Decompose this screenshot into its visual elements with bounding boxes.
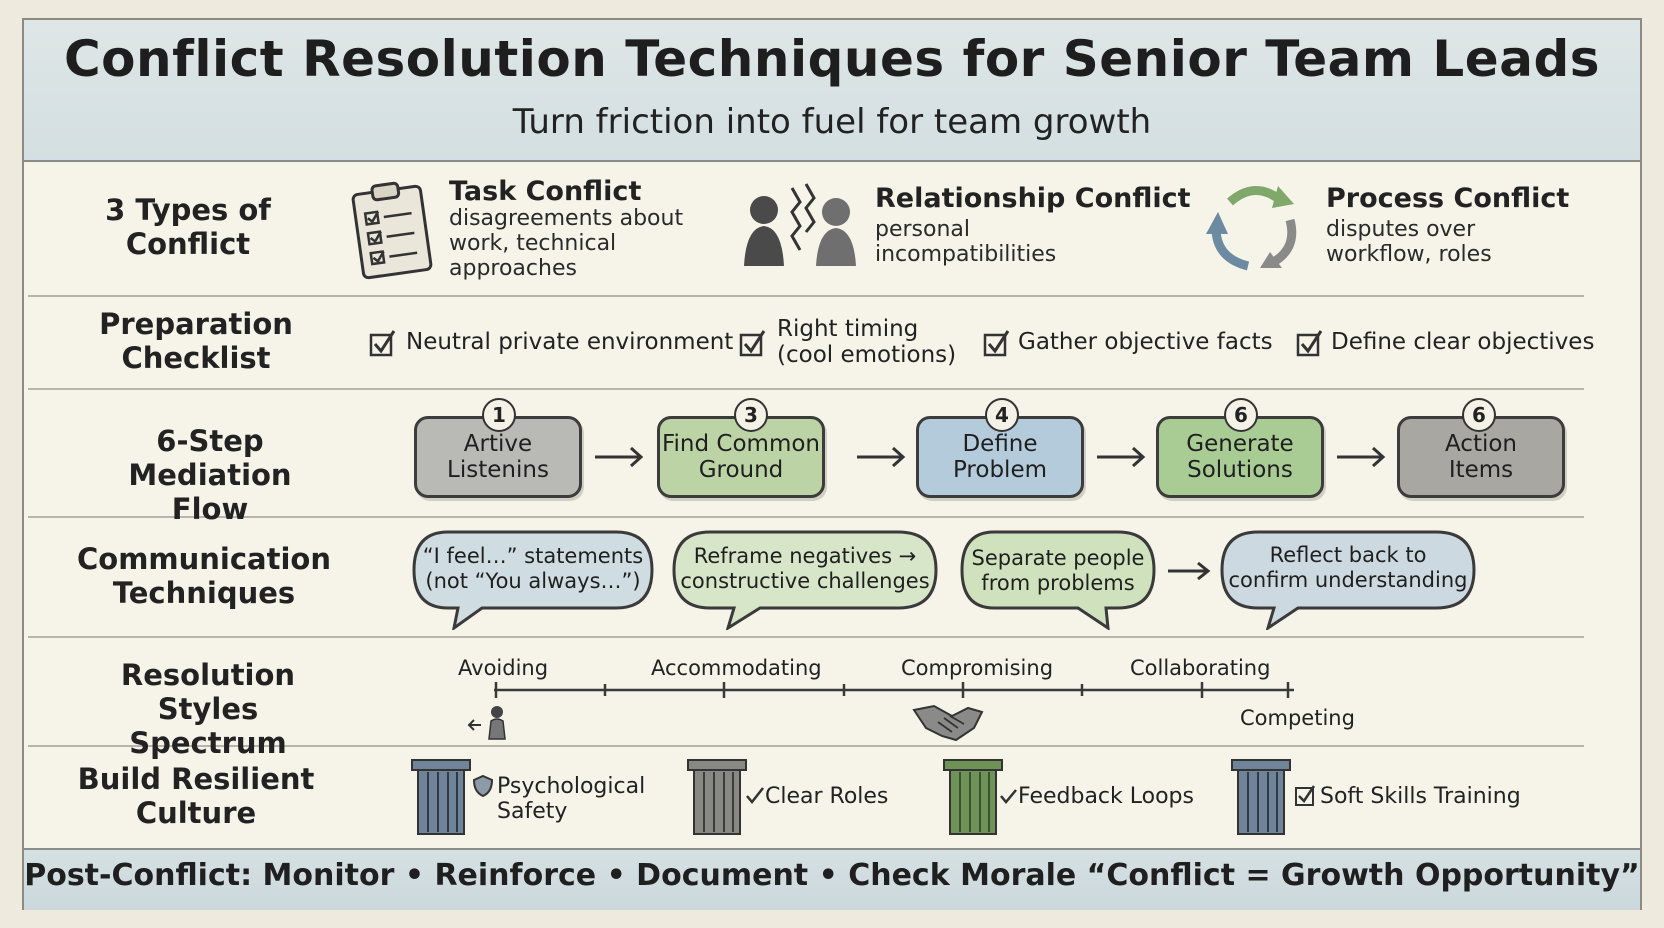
section-divider — [28, 516, 1584, 518]
type-title-process: Process Conflict — [1326, 183, 1570, 214]
page-title: Conflict Resolution Techniques for Senio… — [63, 30, 1600, 88]
people-icon — [744, 183, 856, 266]
section-divider — [28, 636, 1584, 638]
arrow-right-icon — [595, 446, 644, 468]
infographic-frame — [22, 18, 1642, 910]
type-title-relationship: Relationship Conflict — [875, 183, 1191, 214]
type-title-task: Task Conflict — [449, 176, 642, 207]
checkbox-icon — [1296, 330, 1323, 357]
check-mark-icon — [1000, 789, 1017, 804]
handshake-icon — [912, 704, 984, 742]
section-divider — [28, 295, 1584, 297]
pillar-icon — [943, 759, 1003, 835]
checklist-item: Gather objective facts — [1018, 329, 1273, 355]
speech-bubble — [1220, 530, 1476, 630]
checklist-item: Neutral private environment — [406, 329, 734, 355]
bubble-text: Reframe negatives →constructive challeng… — [680, 544, 930, 593]
pillar-icon — [1231, 759, 1291, 835]
speech-bubble — [960, 530, 1156, 630]
step-number: 4 — [985, 398, 1019, 432]
spectrum-label: Competing — [1240, 706, 1355, 730]
step-number: 3 — [734, 398, 768, 432]
checkbox-icon — [1295, 785, 1316, 806]
checkbox-icon — [369, 330, 396, 357]
footer-band — [24, 848, 1640, 910]
cycle-icon — [1206, 186, 1297, 271]
spectrum-label: Avoiding — [458, 656, 549, 680]
pillar-icon — [687, 759, 747, 835]
pillar-label: Clear Roles — [765, 784, 889, 809]
speech-bubble — [412, 530, 654, 630]
pillar-icon — [411, 759, 471, 835]
step-number: 6 — [1224, 398, 1258, 432]
person-walking-away-icon — [467, 706, 506, 740]
check-mark-icon — [746, 787, 764, 804]
pillar-label: Soft Skills Training — [1320, 784, 1521, 809]
checklist-item: Right timing(cool emotions) — [777, 316, 957, 368]
footer-text: Post-Conflict: Monitor • Reinforce • Doc… — [24, 858, 1640, 893]
arrow-right-icon — [1097, 446, 1146, 468]
spectrum-label: Accommodating — [651, 656, 822, 680]
checkbox-icon — [983, 330, 1010, 357]
pillar-label: Feedback Loops — [1018, 784, 1194, 809]
shield-icon — [472, 774, 494, 798]
section-divider — [28, 745, 1584, 747]
checklist-item: Define clear objectives — [1331, 329, 1595, 355]
page-subtitle: Turn friction into fuel for team growth — [512, 102, 1152, 142]
step-number: 6 — [1462, 398, 1496, 432]
spectrum-label: Compromising — [901, 656, 1054, 680]
spectrum-label: Collaborating — [1130, 656, 1271, 680]
arrow-right-icon — [1337, 446, 1386, 468]
checkbox-icon — [739, 330, 766, 357]
speech-bubble — [672, 530, 938, 630]
spectrum-axis — [494, 682, 1294, 698]
clipboard-icon — [351, 181, 433, 280]
header-band — [24, 20, 1640, 162]
bubble-text: “I feel…” statements(not “You always…”) — [422, 544, 644, 593]
section-divider — [28, 388, 1584, 390]
arrow-right-icon — [1168, 561, 1211, 581]
arrow-right-icon — [857, 446, 906, 468]
step-number: 1 — [482, 398, 516, 432]
